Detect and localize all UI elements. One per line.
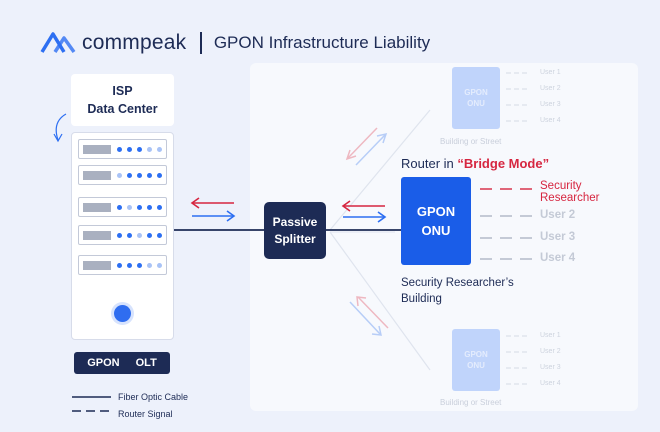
- olt-label-olt: OLT: [135, 357, 157, 369]
- building-caption-line1: Security Researcher’s: [401, 277, 514, 289]
- gpon-onu: GPON ONU: [401, 177, 471, 265]
- ghost-user-bottom-2: User 2: [540, 348, 561, 355]
- onu-line2: ONU: [421, 223, 451, 238]
- rack-slot: [78, 165, 167, 185]
- ghost-arrows-top: [345, 127, 388, 166]
- splitter-line1: Passive: [272, 214, 318, 229]
- ghost-signal-bottom: [506, 335, 530, 385]
- user-3-label: User 3: [540, 231, 576, 243]
- security-researcher-label: Security Researcher: [540, 180, 599, 204]
- ghost-user-top-2: User 2: [540, 85, 561, 92]
- ghost-onu-top-line1: GPON: [464, 88, 488, 97]
- data-center-label: Data Center: [87, 102, 158, 116]
- header-divider: [200, 32, 202, 54]
- legend-fiber-text: Fiber Optic Cable: [118, 392, 189, 402]
- ghost-fiber-top: [329, 109, 431, 231]
- ghost-user-top-4: User 4: [540, 117, 561, 124]
- page-title: GPON Infrastructure Liability: [213, 33, 431, 52]
- ghost-user-bottom-1: User 1: [540, 332, 561, 339]
- server-rack: [71, 132, 174, 340]
- commpeak-logo-icon: [40, 32, 76, 54]
- isp-label: ISP: [112, 84, 133, 98]
- ghost-user-bottom-4: User 4: [540, 380, 561, 387]
- ghost-user-top-1: User 1: [540, 69, 561, 76]
- ghost-onu-top-line2: ONU: [467, 99, 485, 108]
- ghost-caption-top: Building or Street: [440, 137, 502, 146]
- router-title: Router in “Bridge Mode”: [401, 156, 549, 171]
- router-signal-users: [480, 215, 532, 260]
- ghost-signal-top: [506, 72, 530, 122]
- signal-arrows-left: [190, 197, 236, 222]
- signal-arrows-right: [341, 200, 387, 223]
- security-line1: Security: [540, 180, 582, 192]
- rack-slot: [78, 139, 167, 159]
- ghost-onu-bottom-line2: ONU: [467, 361, 485, 370]
- rack-slot: [78, 197, 167, 217]
- ghost-arrows-bottom: [349, 296, 389, 336]
- ghost-user-top-3: User 3: [540, 101, 561, 108]
- rack-slot: [78, 225, 167, 245]
- curved-arrow-icon: [55, 113, 67, 141]
- isp-data-center-card: ISP Data Center: [71, 74, 174, 126]
- router-title-mode: “Bridge Mode”: [457, 156, 550, 171]
- ghost-fiber-bottom: [329, 231, 431, 371]
- user-2-label: User 2: [540, 209, 576, 221]
- building-caption-line2: Building: [401, 293, 442, 305]
- brand-name: commpeak: [82, 31, 187, 54]
- olt-label-gpon: GPON: [87, 357, 120, 369]
- power-button-icon: [114, 305, 131, 322]
- gpon-olt-label: GPON OLT: [74, 352, 170, 374]
- security-line2: Researcher: [540, 192, 600, 204]
- ghost-caption-bottom: Building or Street: [440, 398, 502, 407]
- rack-slot: [78, 255, 167, 275]
- legend: Fiber Optic Cable Router Signal: [72, 390, 188, 424]
- building-caption: Security Researcher’s Building: [401, 275, 514, 307]
- user-4-label: User 4: [540, 252, 576, 264]
- ghost-onu-top: GPON ONU: [452, 67, 500, 129]
- header: commpeak GPON Infrastructure Liability: [40, 28, 430, 58]
- router-title-prefix: Router in: [401, 156, 458, 171]
- ghost-onu-bottom: GPON ONU: [452, 329, 500, 391]
- passive-splitter: Passive Splitter: [264, 202, 326, 259]
- onu-line1: GPON: [416, 204, 456, 219]
- ghost-user-bottom-3: User 3: [540, 364, 561, 371]
- legend-router-text: Router Signal: [118, 409, 173, 419]
- ghost-onu-bottom-line1: GPON: [464, 350, 488, 359]
- splitter-line2: Splitter: [274, 231, 316, 246]
